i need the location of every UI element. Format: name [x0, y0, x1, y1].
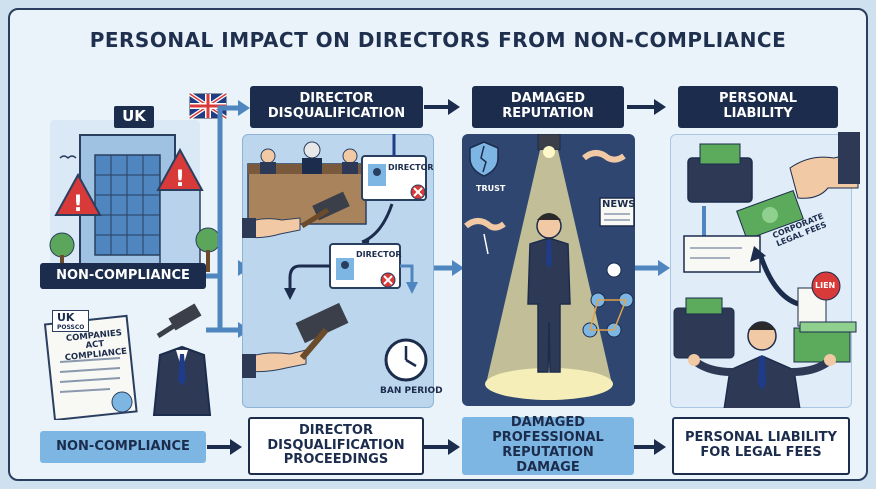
compliance-documents-illustration: [43, 303, 212, 420]
director-badge-mid: DIRECTOR: [356, 250, 402, 259]
page-title: PERSONAL IMPACT ON DIRECTORS FROM NON-CO…: [89, 28, 787, 52]
svg-text:!: !: [175, 167, 185, 192]
non-compliance-label-top: NON-COMPLIANCE: [40, 263, 206, 289]
disqualification-proceedings-label: DIRECTOR DISQUALIFICATION PROCEEDINGS: [248, 417, 424, 475]
courtroom-illustration: [242, 134, 428, 382]
spotlight-illustration: [464, 134, 635, 400]
lien-label: LIEN: [815, 281, 836, 290]
non-compliance-label-bottom: NON-COMPLIANCE: [40, 431, 206, 463]
personal-liability-label: PERSONAL LIABILITY: [678, 86, 838, 128]
director-badge-top: DIRECTOR: [388, 163, 434, 172]
svg-text:!: !: [73, 192, 83, 217]
ban-period-label: BAN PERIOD: [380, 386, 443, 396]
personal-liability-legal-fees-label: PERSONAL LIABILITY FOR LEGAL FEES: [672, 417, 850, 475]
director-disqualification-label: DIRECTOR DISQUALIFICATION: [250, 86, 423, 128]
news-label: NEWS: [602, 199, 636, 210]
office-building-illustration: ! !: [49, 92, 228, 276]
money-illustration: [673, 132, 860, 408]
uk-tag-sublabel: POSSCO: [57, 324, 85, 331]
damaged-reputation-label: DAMAGED REPUTATION: [472, 86, 624, 128]
uk-tag-label: UK: [57, 311, 75, 324]
infographic-frame: PERSONAL IMPACT ON DIRECTORS FROM NON-CO…: [8, 8, 868, 481]
trust-label: TRUST: [476, 184, 506, 193]
uk-sign: UK: [114, 106, 154, 128]
uk-tag: UK POSSCO: [52, 310, 90, 332]
damaged-professional-reputation-label: DAMAGED PROFESSIONAL REPUTATION DAMAGE: [462, 415, 634, 475]
